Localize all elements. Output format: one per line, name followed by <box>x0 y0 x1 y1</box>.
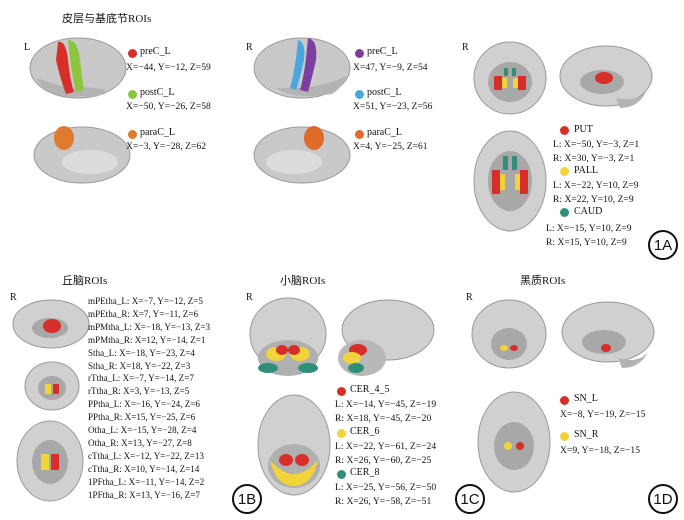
roi-label-caudate: CAUD <box>574 206 603 217</box>
thalamus-roi: rTtha_L: X=−7, Y=−14, Z=7 <box>88 373 194 384</box>
roi-dot-pallidum <box>560 167 569 176</box>
panel-c-title: 小脑ROIs <box>280 275 326 287</box>
panel-c-badge: 1C <box>455 484 485 514</box>
panel-a-bg-side-label: R <box>462 42 469 53</box>
roi-coords-cerebellum-4-5-left: L: X=−14, Y=−45, Z=−19 <box>335 399 437 410</box>
substantia-nigra-axial-image <box>477 391 551 493</box>
roi-label-substantia-nigra-right: SN_R <box>574 429 599 440</box>
roi-label-postcentral-right: postC_L <box>367 87 402 98</box>
thalamus-roi: mPEtha_R: X=7, Y=−11, Z=6 <box>88 308 199 319</box>
roi-dot-postcentral-right <box>355 90 364 99</box>
roi-dot-precentral-left <box>128 49 137 58</box>
roi-label-paracentral-right: paraC_L <box>367 127 402 138</box>
thalamus-roi: cTtha_R: X=10, Y=−14, Z=14 <box>88 463 200 474</box>
roi-coords-pallidum-left: L: X=−22, Y=10, Z=9 <box>553 180 639 191</box>
left-lateral-cortex-image <box>29 37 127 99</box>
roi-coords-precentral-left: X=−44, Y=−12, Z=59 <box>126 62 211 73</box>
roi-dot-cerebellum-8 <box>337 470 346 479</box>
roi-coords-putamen-left: L: X=−50, Y=−3, Z=1 <box>553 139 640 150</box>
left-medial-cortex-image <box>33 126 131 184</box>
panel-d-badge: 1D <box>648 484 678 514</box>
roi-dot-cerebellum-6 <box>337 429 346 438</box>
right-medial-cortex-image <box>253 126 351 184</box>
roi-dot-paracentral-left <box>128 130 137 139</box>
roi-label-cerebellum-4-5: CER_4_5 <box>350 384 390 395</box>
roi-dot-paracentral-right <box>355 130 364 139</box>
roi-coords-cerebellum-8-left: L: X=−25, Y=−56, Z=−50 <box>335 482 437 493</box>
roi-label-precentral-right: preC_L <box>367 46 398 57</box>
panel-a-left-side-label: L <box>24 42 31 53</box>
roi-coords-postcentral-left: X=−50, Y=−26, Z=58 <box>126 101 211 112</box>
roi-coords-substantia-nigra-right: X=9, Y=−18, Z=−15 <box>560 445 640 456</box>
thalamus-roi: cTtha_L: X=−12, Y=−22, Z=13 <box>88 450 204 461</box>
thalamus-roi: Stha_R: X=18, Y=−22, Z=3 <box>88 360 191 371</box>
basal-ganglia-sagittal-image <box>559 45 653 108</box>
thalamus-roi: mPEtha_L: X=−7, Y=−12, Z=5 <box>88 296 203 306</box>
roi-label-cerebellum-8: CER_8 <box>350 467 380 478</box>
roi-label-paracentral-left: paraC_L <box>140 127 175 138</box>
roi-coords-postcentral-right: X=51, Y=−23, Z=56 <box>353 101 433 112</box>
panel-b-side-label: R <box>10 292 17 303</box>
thalamus-coronal-image <box>24 361 80 411</box>
panel-b-title: 丘脑ROIs <box>62 275 108 287</box>
thalamus-roi: 1PFtha_R: X=13, Y=−16, Z=7 <box>88 489 200 500</box>
roi-dot-cerebellum-4-5 <box>337 387 346 396</box>
roi-dot-substantia-nigra-left <box>560 396 569 405</box>
roi-dot-caudate <box>560 208 569 217</box>
roi-coords-paracentral-right: X=4, Y=−25, Z=61 <box>353 141 428 152</box>
roi-coords-caudate-right: R: X=15, Y=10, Z=9 <box>546 237 627 248</box>
roi-dot-postcentral-left <box>128 90 137 99</box>
right-lateral-cortex-image <box>253 37 351 99</box>
panel-a-right-side-label: R <box>246 42 253 53</box>
roi-label-substantia-nigra-left: SN_L <box>574 393 598 404</box>
basal-ganglia-axial-image <box>473 130 547 232</box>
cerebellum-coronal-image <box>249 297 327 376</box>
thalamus-axial-image <box>16 420 84 502</box>
roi-coords-substantia-nigra-left: X=−8, Y=−19, Z=−15 <box>560 409 646 420</box>
roi-coords-pallidum-right: R: X=22, Y=10, Z=9 <box>553 194 634 205</box>
panel-b-badge: 1B <box>232 484 262 514</box>
thalamus-roi: rTtha_R: X=3, Y=−13, Z=5 <box>88 386 190 397</box>
thalamus-roi: Stha_L: X=−18, Y=−23, Z=4 <box>88 347 195 358</box>
panel-d-title: 黑质ROIs <box>520 275 566 287</box>
basal-ganglia-coronal-image <box>473 41 547 115</box>
thalamus-roi: mPMtha_R: X=12, Y=−14, Z=1 <box>88 334 206 345</box>
roi-coords-cerebellum-4-5-right: R: X=18, Y=−45, Z=−20 <box>335 413 432 424</box>
roi-dot-putamen <box>560 126 569 135</box>
roi-coords-cerebellum-6-left: L: X=−22, Y=−61, Z=−24 <box>335 441 437 452</box>
cerebellum-axial-image <box>257 394 331 496</box>
thalamus-roi: 1PFtha_L: X=−11, Y=−14, Z=2 <box>88 476 205 487</box>
thalamus-roi-list: mPEtha_L: X=−7, Y=−12, Z=5 mPEtha_R: X=7… <box>88 295 210 502</box>
roi-label-pallidum: PALL <box>574 165 599 176</box>
roi-label-putamen: PUT <box>574 124 593 135</box>
roi-coords-cerebellum-6-right: R: X=26, Y=−60, Z=−25 <box>335 455 432 466</box>
roi-label-postcentral-left: postC_L <box>140 87 175 98</box>
thalamus-roi: PPtha_L: X=−16, Y=−24, Z=6 <box>88 399 200 410</box>
panel-a-title: 皮层与基底节ROIs <box>62 13 152 25</box>
roi-dot-substantia-nigra-right <box>560 432 569 441</box>
roi-label-precentral-left: preC_L <box>140 46 171 57</box>
panel-a-badge: 1A <box>648 230 678 260</box>
cerebellum-sagittal-image <box>338 299 435 376</box>
substantia-nigra-coronal-image <box>471 299 547 369</box>
roi-coords-precentral-right: X=47, Y=−9, Z=54 <box>353 62 428 73</box>
roi-label-cerebellum-6: CER_6 <box>350 426 380 437</box>
thalamus-roi: PPtha_R: X=15, Y=−25, Z=6 <box>88 412 196 423</box>
thalamus-sagittal-image <box>12 299 90 349</box>
thalamus-roi: Otha_L: X=−15, Y=−28, Z=4 <box>88 425 197 436</box>
roi-coords-caudate-left: L: X=−15, Y=10, Z=9 <box>546 223 632 234</box>
thalamus-roi: mPMtha_L: X=−18, Y=−13, Z=3 <box>88 321 211 332</box>
substantia-nigra-sagittal-image <box>561 301 655 368</box>
roi-coords-cerebellum-8-right: R: X=26, Y=−58, Z=−51 <box>335 496 432 507</box>
thalamus-roi: Otha_R: X=13, Y=−27, Z=8 <box>88 437 192 448</box>
panel-d-side-label: R <box>466 292 473 303</box>
panel-c-side-label: R <box>246 292 253 303</box>
roi-coords-paracentral-left: X=−3, Y=−28, Z=62 <box>126 141 206 152</box>
roi-coords-putamen-right: R: X=30, Y=−3, Z=1 <box>553 153 635 164</box>
roi-dot-precentral-right <box>355 49 364 58</box>
